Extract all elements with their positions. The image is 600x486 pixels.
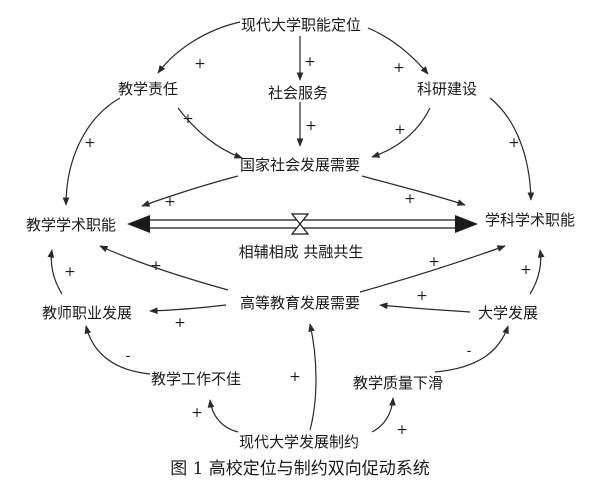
link-teaching-poor-to-teacher-career [84, 325, 151, 375]
node-teaching-func: 教学学术职能 [26, 216, 116, 234]
delay-hourglass-icon [290, 213, 310, 235]
node-univ-dev: 大学发展 [478, 304, 538, 322]
link-national-to-discipline-func [361, 175, 466, 206]
node-teaching-poor: 教学工作不佳 [151, 370, 241, 388]
sign: + [84, 135, 96, 151]
link-teaching-resp-to-national [177, 107, 243, 159]
sign: + [305, 118, 317, 134]
sign: + [508, 135, 520, 151]
left-arrowhead [127, 215, 150, 233]
polarity-signs: + + + + + + + + + + + + + + + + - - + + … [64, 54, 532, 438]
sign: + [64, 264, 76, 280]
sign: + [393, 60, 405, 76]
sign: + [191, 405, 203, 421]
node-quality-decline: 教学质量下滑 [353, 374, 443, 392]
link-higher-edu-to-teaching-func [99, 245, 229, 291]
sign: - [467, 343, 472, 359]
node-teacher-career: 教师职业发展 [42, 304, 132, 322]
sign: - [126, 348, 131, 364]
complement-label: 相辅相成 共融共生 [239, 243, 364, 261]
node-national-need: 国家社会发展需要 [240, 156, 360, 174]
sign: + [164, 194, 176, 210]
node-research-build: 科研建设 [417, 80, 477, 98]
link-role-to-teaching-resp [157, 21, 241, 74]
node-teaching-resp: 教学责任 [118, 80, 178, 98]
link-higher-edu-to-teacher-career [149, 304, 227, 315]
link-univ-dev-to-discipline-func [529, 249, 545, 295]
sign: + [304, 54, 316, 70]
link-constraint-to-quality [371, 397, 396, 433]
link-national-to-teaching-func [141, 175, 239, 207]
link-teaching-resp-to-teaching-func [62, 97, 121, 206]
link-constraint-to-higher-edu [308, 323, 317, 431]
sign: + [404, 191, 416, 207]
link-univ-dev-to-higher-edu [379, 302, 471, 313]
node-univ-constraint: 现代大学发展制约 [239, 433, 359, 451]
sign: + [396, 422, 408, 438]
figure-caption: 图 1 高校定位与制约双向促动系统 [170, 459, 430, 479]
link-research-to-national [371, 107, 431, 158]
sign: + [520, 262, 532, 278]
links [47, 21, 545, 433]
bidirectional-link [127, 213, 478, 235]
sign: + [150, 258, 162, 274]
sign: + [416, 288, 428, 304]
link-constraint-to-teaching-poor [207, 399, 239, 433]
node-modern-univ-role: 现代大学职能定位 [241, 16, 361, 34]
link-role-to-research [367, 27, 429, 75]
nodes: 现代大学职能定位 教学责任 社会服务 科研建设 国家社会发展需要 教学学术职能 … [26, 16, 575, 451]
sign: + [289, 369, 301, 385]
node-social-service: 社会服务 [268, 84, 328, 102]
sign: + [182, 111, 194, 127]
link-quality-to-univ-dev [434, 325, 509, 373]
node-higher-edu-need: 高等教育发展需要 [240, 294, 360, 312]
sign: + [194, 56, 206, 72]
node-discipline-func: 学科学术职能 [485, 211, 575, 229]
sign: + [394, 122, 406, 138]
sign: + [174, 315, 186, 331]
sign: + [428, 254, 440, 270]
link-higher-edu-to-discipline-func [359, 245, 506, 293]
link-research-to-discipline-func [489, 97, 535, 201]
link-teacher-career-to-teaching-func [47, 249, 63, 295]
right-arrowhead [455, 215, 478, 233]
